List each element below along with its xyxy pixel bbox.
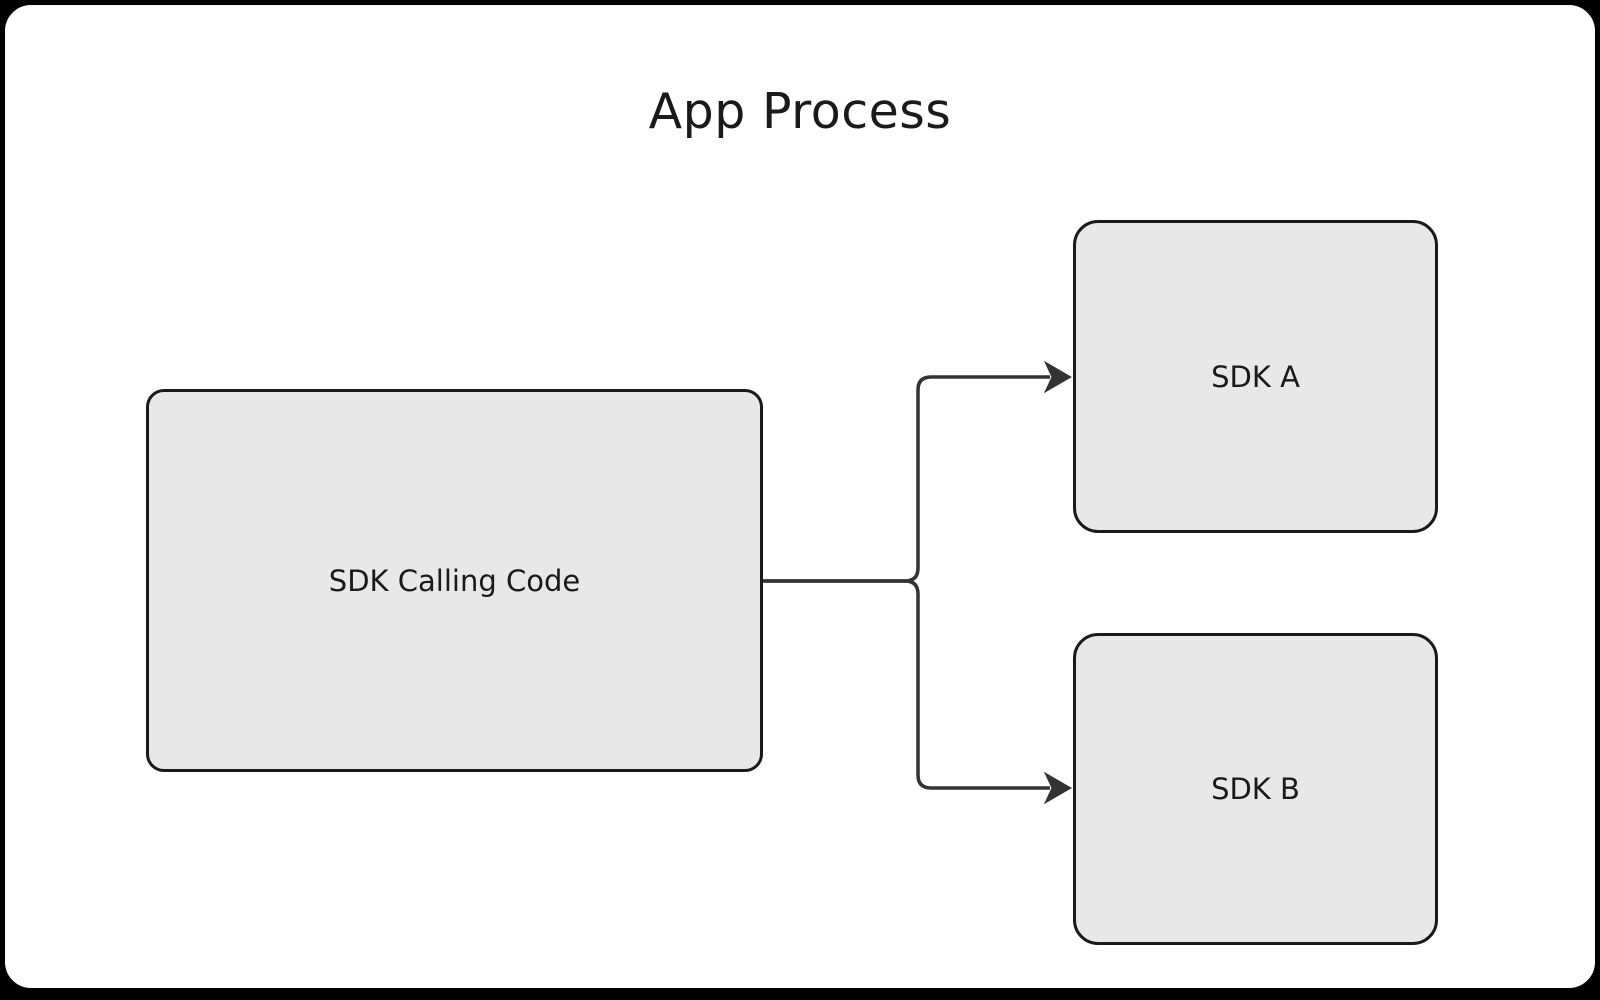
node-sdk-b-label: SDK B: [1211, 772, 1300, 806]
diagram-title: App Process: [648, 83, 952, 140]
node-sdk-b: SDK B: [1073, 633, 1438, 945]
arrowhead-sdk-a-icon: [1043, 360, 1073, 394]
arrowhead-sdk-b-icon: [1043, 771, 1073, 805]
app-process-container: App Process SDK Calling Code SDK A SDK B: [3, 3, 1597, 990]
edge-sdk-calling-code-to-sdk-a: [763, 375, 1050, 583]
node-sdk-calling-code-label: SDK Calling Code: [328, 563, 581, 598]
node-sdk-a: SDK A: [1073, 220, 1438, 533]
node-sdk-calling-code: SDK Calling Code: [146, 389, 763, 772]
edge-sdk-calling-code-to-sdk-b: [763, 579, 1050, 790]
node-sdk-a-label: SDK A: [1211, 359, 1300, 394]
